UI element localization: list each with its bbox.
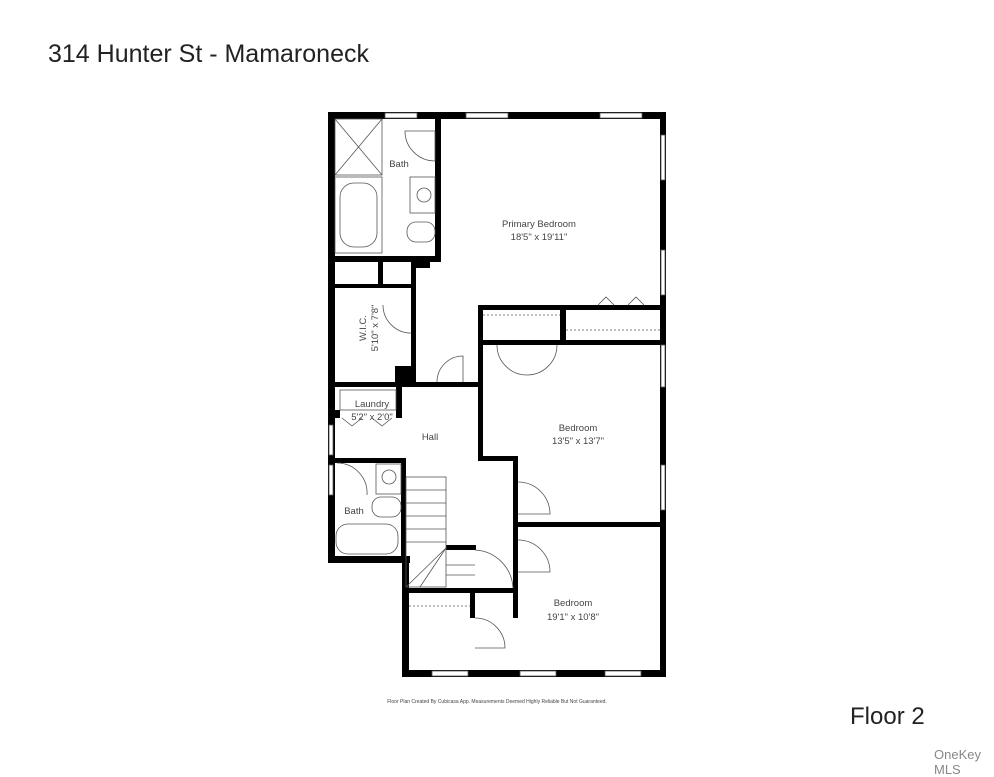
listing-title: 314 Hunter St - Mamaroneck <box>48 40 369 68</box>
stairs <box>405 476 475 588</box>
room-laundry-size: 5'2" x 2'0" <box>351 412 393 423</box>
room-bath-name: Bath <box>389 159 409 170</box>
room-laundry-name: Laundry <box>355 399 390 410</box>
floor-label: Floor 2 <box>850 703 925 730</box>
room-primary-bedroom-size: 18'5" x 19'11" <box>511 232 568 243</box>
room-wic-name: W.I.C. <box>358 315 369 341</box>
fixtures <box>334 118 660 649</box>
watermark: OneKey MLS <box>934 747 981 777</box>
room-wic-size: 5'10" x 7'8" <box>370 305 381 352</box>
room-hall-name: Hall <box>422 432 438 443</box>
windows <box>328 112 666 677</box>
room-bedroom2-name: Bedroom <box>559 423 598 434</box>
room-bedroom2-size: 13'5" x 13'7" <box>552 436 604 447</box>
room-bedroom3-size: 19'1" x 10'8" <box>547 612 599 623</box>
room-bath2-name: Bath <box>344 506 364 517</box>
walls <box>328 112 666 677</box>
room-primary-bedroom-name: Primary Bedroom <box>502 219 576 230</box>
room-bedroom3-name: Bedroom <box>554 598 593 609</box>
floorplan-credit: Floor Plan Created By Cubicasa App. Meas… <box>387 699 607 705</box>
